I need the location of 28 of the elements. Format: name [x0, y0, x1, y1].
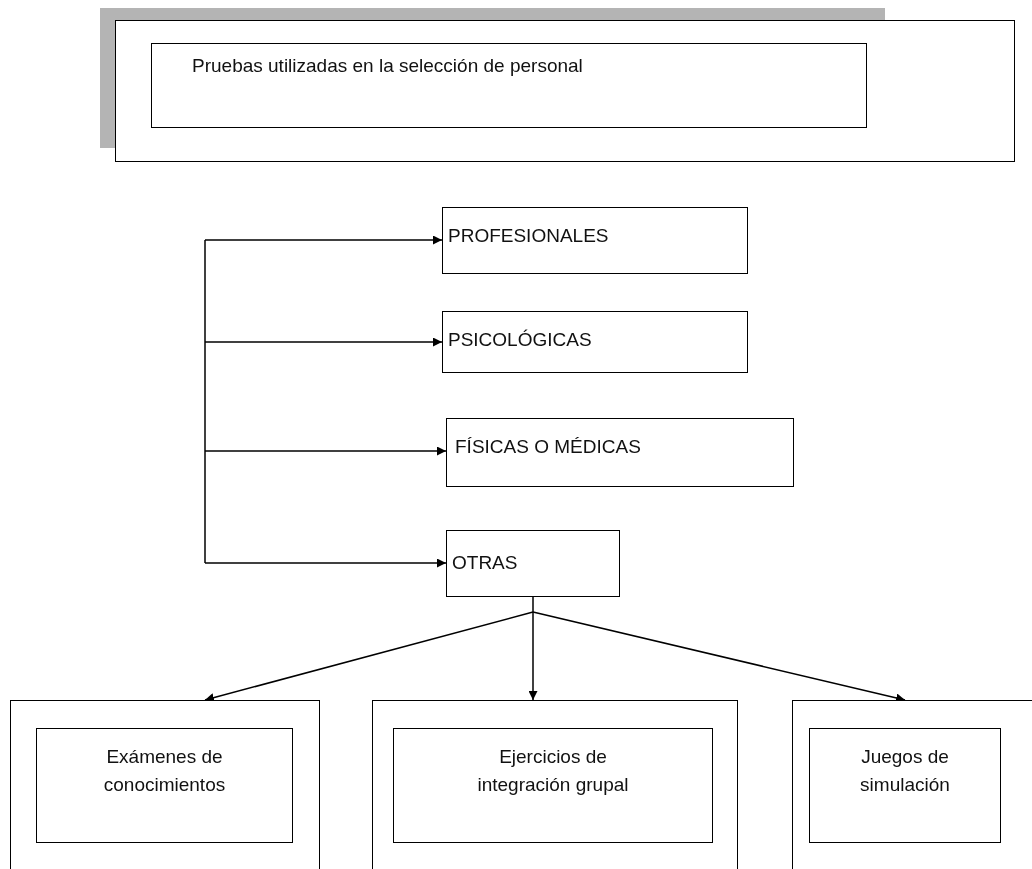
text-box	[393, 728, 713, 843]
connector-stub	[532, 596, 534, 613]
frame-box	[115, 20, 1015, 162]
text-box	[446, 418, 794, 487]
box-label: Pruebas utilizadas en la selección de personal	[192, 54, 583, 78]
box-label: FÍSICAS O MÉDICAS	[455, 435, 641, 459]
box-label: PROFESIONALES	[448, 224, 609, 248]
box-label: Juegos de simulación	[859, 745, 951, 797]
frame-box	[372, 700, 738, 869]
box-label: Exámenes de conocimientos	[102, 745, 227, 797]
arrow	[204, 558, 447, 568]
text-box	[151, 43, 867, 128]
frame-box	[792, 700, 1032, 869]
box-label: PSICOLÓGICAS	[448, 328, 592, 352]
text-box	[446, 530, 620, 597]
text-box	[442, 311, 748, 373]
bracket-line	[204, 239, 206, 564]
arrow	[204, 611, 534, 702]
text-box	[36, 728, 293, 843]
text-box	[809, 728, 1001, 843]
arrow	[204, 337, 443, 347]
arrow	[204, 446, 447, 456]
arrow	[528, 611, 538, 701]
arrow	[204, 235, 443, 245]
box-label: Ejercicios de integración grupal	[476, 745, 630, 797]
box-label: OTRAS	[452, 551, 518, 575]
text-box	[442, 207, 748, 274]
frame-box	[10, 700, 320, 869]
